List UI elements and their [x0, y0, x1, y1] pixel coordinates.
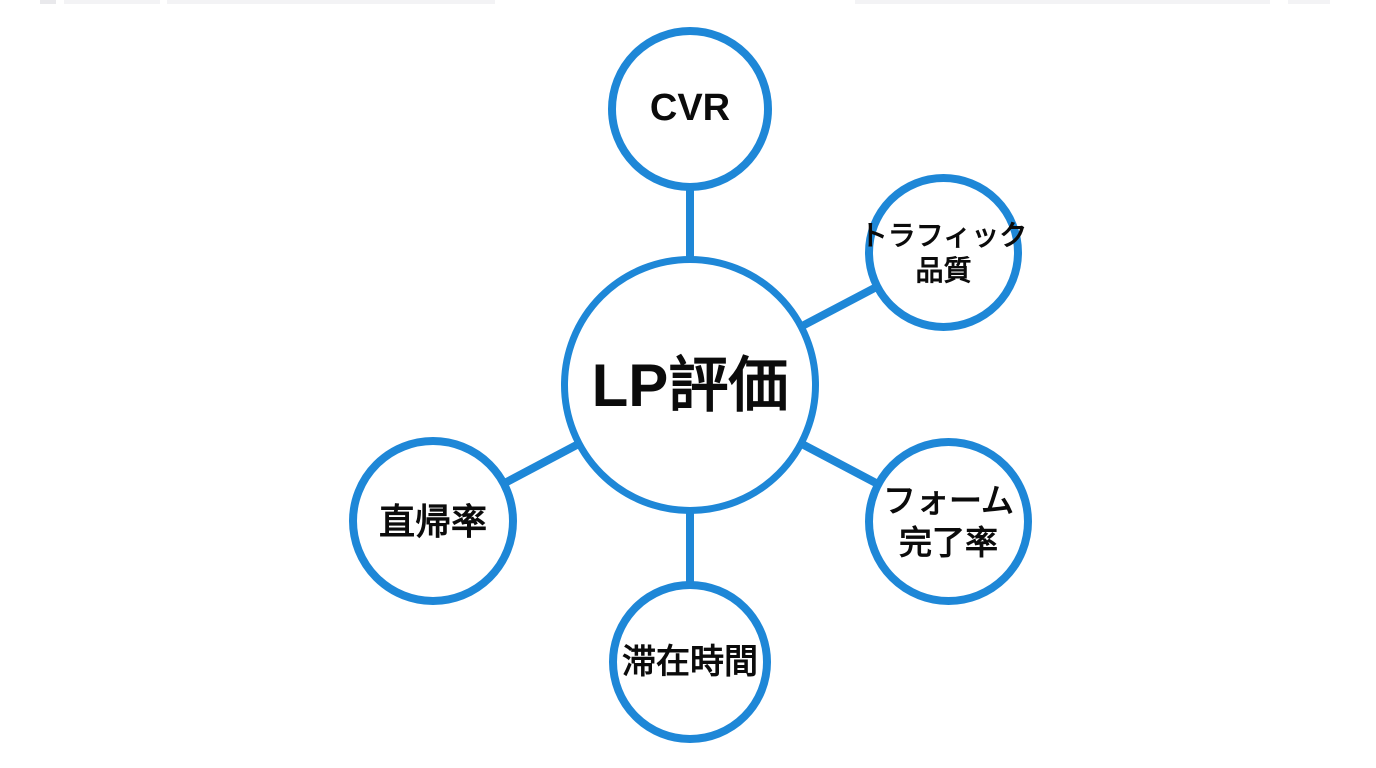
node-traffic-quality-line2: 品質 — [915, 254, 972, 286]
node-time-on-page-label: 滞在時間 — [622, 642, 758, 681]
top-crop-artifact — [167, 0, 495, 4]
node-form-completion-line1: フォーム — [882, 482, 1014, 520]
node-cvr: CVR — [608, 27, 772, 191]
top-crop-artifact — [855, 0, 1000, 4]
node-lp-evaluation: LP評価 — [561, 256, 819, 514]
node-lp-evaluation-label: LP評価 — [591, 351, 789, 419]
node-traffic-quality-line1: トラフィック — [859, 219, 1028, 251]
node-form-completion-rate-label: フォーム 完了率 — [883, 480, 1014, 563]
top-crop-artifact — [40, 0, 56, 4]
node-time-on-page: 滞在時間 — [609, 581, 771, 743]
node-form-completion-rate: フォーム 完了率 — [865, 438, 1032, 605]
top-crop-artifact — [64, 0, 160, 4]
node-form-completion-line2: 完了率 — [898, 523, 998, 561]
top-crop-artifact — [1288, 0, 1330, 4]
node-cvr-label: CVR — [649, 87, 731, 130]
node-traffic-quality-label: トラフィック 品質 — [860, 218, 1027, 288]
top-crop-artifact — [997, 0, 1270, 4]
node-traffic-quality: トラフィック 品質 — [860, 174, 1027, 331]
node-bounce-rate: 直帰率 — [349, 437, 517, 605]
node-bounce-rate-label: 直帰率 — [378, 500, 487, 542]
